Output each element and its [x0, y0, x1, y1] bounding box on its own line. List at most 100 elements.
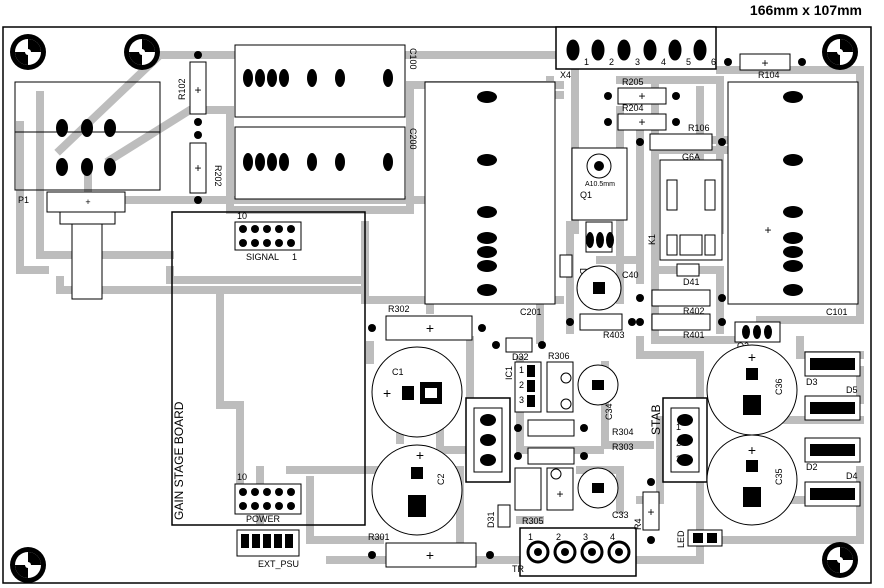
diode-d4: D4 [804, 471, 861, 507]
svg-text:R305: R305 [522, 516, 544, 526]
resistor-r205: R205 + [604, 77, 680, 105]
svg-text:C33: C33 [612, 510, 629, 520]
svg-text:2: 2 [519, 380, 524, 390]
mounting-hole [822, 34, 858, 70]
svg-text:R303: R303 [612, 442, 634, 452]
svg-text:C200: C200 [408, 128, 418, 150]
resistor-r106: R106 [636, 123, 726, 151]
svg-text:C36: C36 [774, 378, 784, 395]
svg-text:D2: D2 [806, 462, 818, 472]
svg-text:R306: R306 [548, 351, 570, 361]
resistor-r303: R303 [514, 442, 634, 465]
svg-text:C40: C40 [622, 270, 639, 280]
diode-d31: D31 [486, 504, 511, 528]
capacitor-c101: + C101 [727, 81, 859, 317]
regulator-stab: STAB 1 2 3 [649, 397, 708, 483]
svg-text:D5: D5 [846, 385, 858, 395]
svg-text:1: 1 [528, 532, 533, 542]
svg-text:C35: C35 [774, 468, 784, 485]
svg-text:+: + [638, 89, 645, 103]
capacitor-c1: C1 + [371, 346, 463, 438]
resistor-r302: R302 + [368, 304, 486, 341]
header-signal: 10 SIGNAL 1 [234, 211, 302, 262]
svg-text:+: + [383, 385, 391, 401]
resistor-r104: R104 + [724, 53, 806, 80]
potentiometer-p1: + P1 [14, 81, 161, 300]
svg-text:+: + [638, 115, 645, 129]
connector-x4: X4 1 2 3 4 5 6 [555, 26, 717, 80]
svg-text:D32: D32 [512, 352, 529, 362]
svg-text:+: + [764, 223, 771, 237]
capacitor-c200: C200 [234, 126, 418, 200]
svg-text:+: + [85, 197, 90, 207]
svg-text:R106: R106 [688, 123, 710, 133]
resistor-r304: R304 [514, 419, 634, 437]
header-power: 10 POWER [234, 472, 302, 524]
svg-text:+: + [748, 349, 756, 365]
mounting-hole [822, 542, 858, 578]
svg-text:A10.5mm: A10.5mm [585, 181, 615, 188]
mounting-hole [124, 34, 160, 70]
diode-d3: D3 [804, 351, 861, 387]
svg-text:R401: R401 [683, 330, 705, 340]
x4-pin: 2 [609, 57, 614, 67]
svg-text:K1: K1 [647, 234, 657, 245]
capacitor-c100: C100 [234, 44, 418, 118]
capacitor-c34: C34 [577, 364, 619, 420]
svg-text:LED: LED [676, 530, 686, 548]
svg-text:1: 1 [519, 365, 524, 375]
svg-text:3: 3 [583, 532, 588, 542]
x4-pin: 3 [635, 57, 640, 67]
power-label: POWER [246, 514, 281, 524]
svg-text:+: + [416, 447, 424, 463]
signal-label: SIGNAL [246, 252, 279, 262]
svg-text:10: 10 [237, 211, 247, 221]
svg-text:D4: D4 [846, 471, 858, 481]
svg-text:C100: C100 [408, 48, 418, 70]
relay-k1: G6A K1 [647, 152, 723, 261]
resistor-r403: R403 [566, 313, 636, 340]
capacitor-c201: C201 [424, 81, 556, 317]
capacitor-c33: C33 [577, 467, 629, 520]
svg-text:+: + [647, 505, 654, 519]
p1-label: P1 [18, 195, 29, 205]
svg-text:C1: C1 [392, 367, 404, 377]
capacitor-c40: C40 [576, 265, 639, 311]
diode-d41: D41 [676, 263, 700, 287]
svg-text:+: + [426, 547, 434, 563]
mounting-hole [10, 34, 46, 70]
svg-text:R104: R104 [758, 70, 780, 80]
svg-text:+: + [748, 442, 756, 458]
capacitor-c2: + C2 [371, 444, 463, 536]
svg-text:D31: D31 [486, 511, 496, 528]
svg-text:1: 1 [676, 422, 681, 432]
svg-text:+: + [194, 161, 201, 175]
x4-pin: 1 [584, 57, 589, 67]
svg-text:+: + [194, 83, 201, 97]
svg-text:G6A: G6A [682, 152, 700, 162]
gain-stage-label: GAIN STAGE BOARD [172, 401, 186, 520]
svg-text:3: 3 [519, 395, 524, 405]
led: LED [676, 529, 723, 548]
svg-text:R402: R402 [683, 306, 705, 316]
svg-text:4: 4 [610, 532, 615, 542]
capacitor-c35: + C35 [706, 434, 798, 526]
svg-text:STAB: STAB [649, 405, 663, 435]
svg-text:R403: R403 [603, 330, 625, 340]
svg-text:10: 10 [237, 472, 247, 482]
mounting-holes [10, 34, 858, 583]
x4-pin: 5 [686, 57, 691, 67]
resistor-r102: R102 + [177, 51, 207, 126]
ic1: IC1 1 2 3 [504, 361, 542, 413]
resistor-r401: R401 [636, 313, 726, 340]
svg-text:R205: R205 [622, 77, 644, 87]
resistor-r202: R202 + [189, 131, 223, 204]
diode-d5: D5 [804, 385, 861, 421]
svg-text:R204: R204 [622, 103, 644, 113]
svg-text:R202: R202 [213, 165, 223, 187]
regulator-left [465, 397, 511, 483]
svg-text:D41: D41 [683, 277, 700, 287]
x4-pin: 6 [711, 57, 716, 67]
board-dimensions: 166mm x 107mm [749, 2, 862, 18]
